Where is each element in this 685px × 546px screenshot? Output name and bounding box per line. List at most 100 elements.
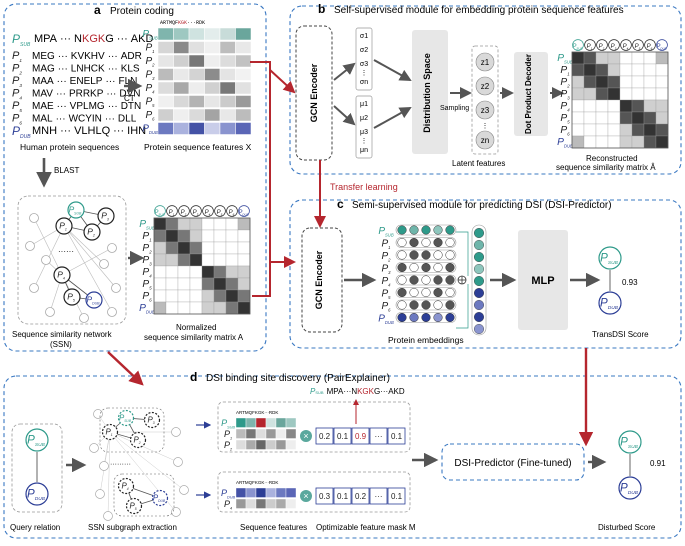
matA-row-label: P1 xyxy=(142,231,152,243)
matA-col-label-text: P5 xyxy=(217,210,223,217)
embed-row-label: PDUB xyxy=(378,314,394,326)
ssn-edge xyxy=(63,225,117,289)
embed-dot xyxy=(421,300,431,310)
latent-node xyxy=(475,130,495,150)
subgraph-node-5-label: P5 xyxy=(129,501,136,511)
ssn-node-sub: PSUB xyxy=(67,201,85,219)
sigma-label: σn xyxy=(360,79,368,86)
matA-row-label: P6 xyxy=(142,291,152,303)
embed-dot xyxy=(445,312,455,323)
transdsi-score-caption: TransDSI Score xyxy=(592,330,649,339)
concat-dot xyxy=(474,264,485,275)
ssn-node-dub-label: PDUB xyxy=(86,294,100,305)
matR-cell xyxy=(571,135,585,149)
latent-label: z1 xyxy=(481,58,490,67)
embed-dot xyxy=(433,312,443,323)
matR-cell xyxy=(583,87,597,101)
subgraph-node-sub-label: PSUB xyxy=(119,413,132,423)
mask-bottom-cell xyxy=(387,487,406,505)
embed-row-label: PSUB xyxy=(378,226,393,238)
ssn-bg-node xyxy=(107,307,117,317)
featx-cell xyxy=(173,122,190,135)
subgraph-node-2-circle xyxy=(129,431,147,449)
matA-cell xyxy=(189,253,203,267)
matA-frame xyxy=(153,217,251,315)
subgraph-top-region xyxy=(99,407,165,453)
ssn-node-3: P3 xyxy=(97,207,115,225)
panel-c-border xyxy=(289,199,682,349)
matrix-a-caption-2: sequence similarity matrix A xyxy=(144,333,244,342)
featx-cell xyxy=(173,68,190,81)
matA-col-label xyxy=(190,205,202,217)
featx-cell xyxy=(173,54,190,68)
featx-cell xyxy=(157,108,174,122)
ssn-node-dub-circle xyxy=(85,291,103,309)
matR-col-label-text: P6 xyxy=(647,44,653,51)
matR-col-label-text: P5 xyxy=(635,44,641,51)
subgraph-feature-matrices: ARTMQFKGK···RDKPSUBP1P2ARTMQFKGK···RDKPD… xyxy=(221,410,297,510)
featx-cell xyxy=(204,27,221,41)
distribution-space-box xyxy=(412,30,448,154)
matR-cell xyxy=(655,111,669,125)
matR-row-label: P4 xyxy=(560,101,570,113)
embed-dot xyxy=(445,275,455,285)
matR-cell xyxy=(583,123,597,137)
subgraph-node-dub: PDUB xyxy=(151,489,169,507)
featx-cell xyxy=(235,108,252,122)
matR-cell xyxy=(655,99,669,113)
matA-cell xyxy=(201,265,215,279)
ssn-node-1-circle xyxy=(55,217,73,235)
mask-bottom-value: 0.1 xyxy=(391,492,403,501)
matA-cell xyxy=(213,301,227,315)
ssn-node-sub-label: PSUB xyxy=(69,204,82,215)
ssn-bg-node xyxy=(29,283,39,293)
ssn-node-2: P2 xyxy=(83,223,101,241)
seq-row-3: MAA···ENELP···FLN xyxy=(32,76,137,87)
embed-dot xyxy=(397,250,407,260)
matR-cell xyxy=(607,51,621,65)
ssn-caption-1: Sequence similarity network xyxy=(12,330,113,339)
matR-cell xyxy=(631,123,645,137)
matA-cell xyxy=(201,229,215,243)
seq-row-dub: MNH···VLHLQ···IHN xyxy=(32,125,146,137)
featx-cell xyxy=(219,95,236,108)
subgraph-bg-node xyxy=(103,511,113,521)
embed-row-label: P6 xyxy=(381,301,391,313)
d-feat-cell xyxy=(255,417,267,428)
featx-cell xyxy=(235,54,252,68)
matA-col-label xyxy=(166,205,178,217)
decoder-label: Dot Product Decoder xyxy=(524,54,533,134)
concat-dot xyxy=(474,324,485,335)
mask-bottom-multiply-symbol: × xyxy=(303,491,308,501)
matA-cell xyxy=(201,289,215,303)
featx-cell xyxy=(235,122,252,135)
panel-b-letter: b xyxy=(318,2,325,16)
embed-row-label: P3 xyxy=(381,264,391,276)
d-feat-cell xyxy=(265,439,277,450)
featx-cell xyxy=(157,122,174,135)
ssn-bg-node xyxy=(41,255,51,265)
d-feat-row-label: P4 xyxy=(224,499,232,510)
decoder-box xyxy=(514,52,548,136)
embed-row-label: P5 xyxy=(381,289,391,301)
matR-cell xyxy=(571,123,585,137)
matA-cell xyxy=(177,289,191,303)
d-feat-cell xyxy=(245,428,257,439)
featx-cell xyxy=(219,27,236,41)
featx-cell xyxy=(157,68,174,81)
matR-cell xyxy=(595,135,609,149)
d-feat-cell xyxy=(245,487,257,498)
ssn-node-sub-circle xyxy=(67,201,85,219)
embed-dot xyxy=(421,275,431,285)
matR-cell xyxy=(631,51,645,65)
d-feat-cell xyxy=(235,439,247,450)
ssn-node-2-label: P2 xyxy=(87,226,95,237)
subgraph-bg-node xyxy=(93,409,103,419)
matA-cell xyxy=(213,217,227,231)
matR-col-label-text: PDUB xyxy=(656,44,666,51)
matR-col-label-text: PSUB xyxy=(572,44,582,51)
concat-dot xyxy=(474,239,485,250)
embed-dot xyxy=(397,237,407,248)
subgraph-node-3-label: P3 xyxy=(147,415,154,425)
